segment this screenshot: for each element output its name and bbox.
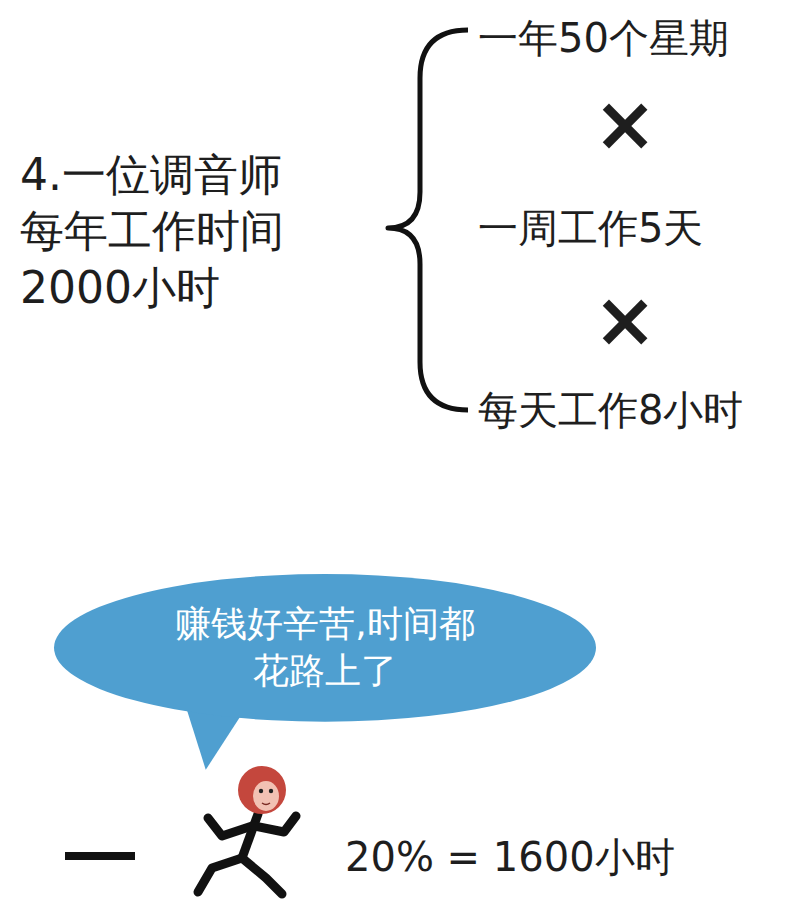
bubble-outline	[54, 574, 596, 722]
multiply-sign: ×	[593, 276, 657, 363]
minus-sign	[65, 852, 135, 860]
factor-text: 每天工作8小时	[478, 387, 743, 433]
bubble-text: 赚钱好辛苦,时间都 花路上了	[145, 601, 505, 695]
heading-text: 4.一位调音师	[20, 150, 282, 201]
running-monkey	[198, 766, 296, 894]
heading-text: 2000小时	[20, 263, 220, 314]
curly-brace	[388, 30, 468, 410]
factor-text: 一年50个星期	[478, 15, 729, 61]
heading-text: 每年工作时间	[20, 206, 284, 257]
speech-bubble: 赚钱好辛苦,时间都 花路上了	[54, 574, 596, 722]
result-text: 20% = 1600小时	[345, 834, 675, 880]
multiply-sign: ×	[593, 80, 657, 167]
factor-text: 一周工作5天	[478, 205, 703, 251]
